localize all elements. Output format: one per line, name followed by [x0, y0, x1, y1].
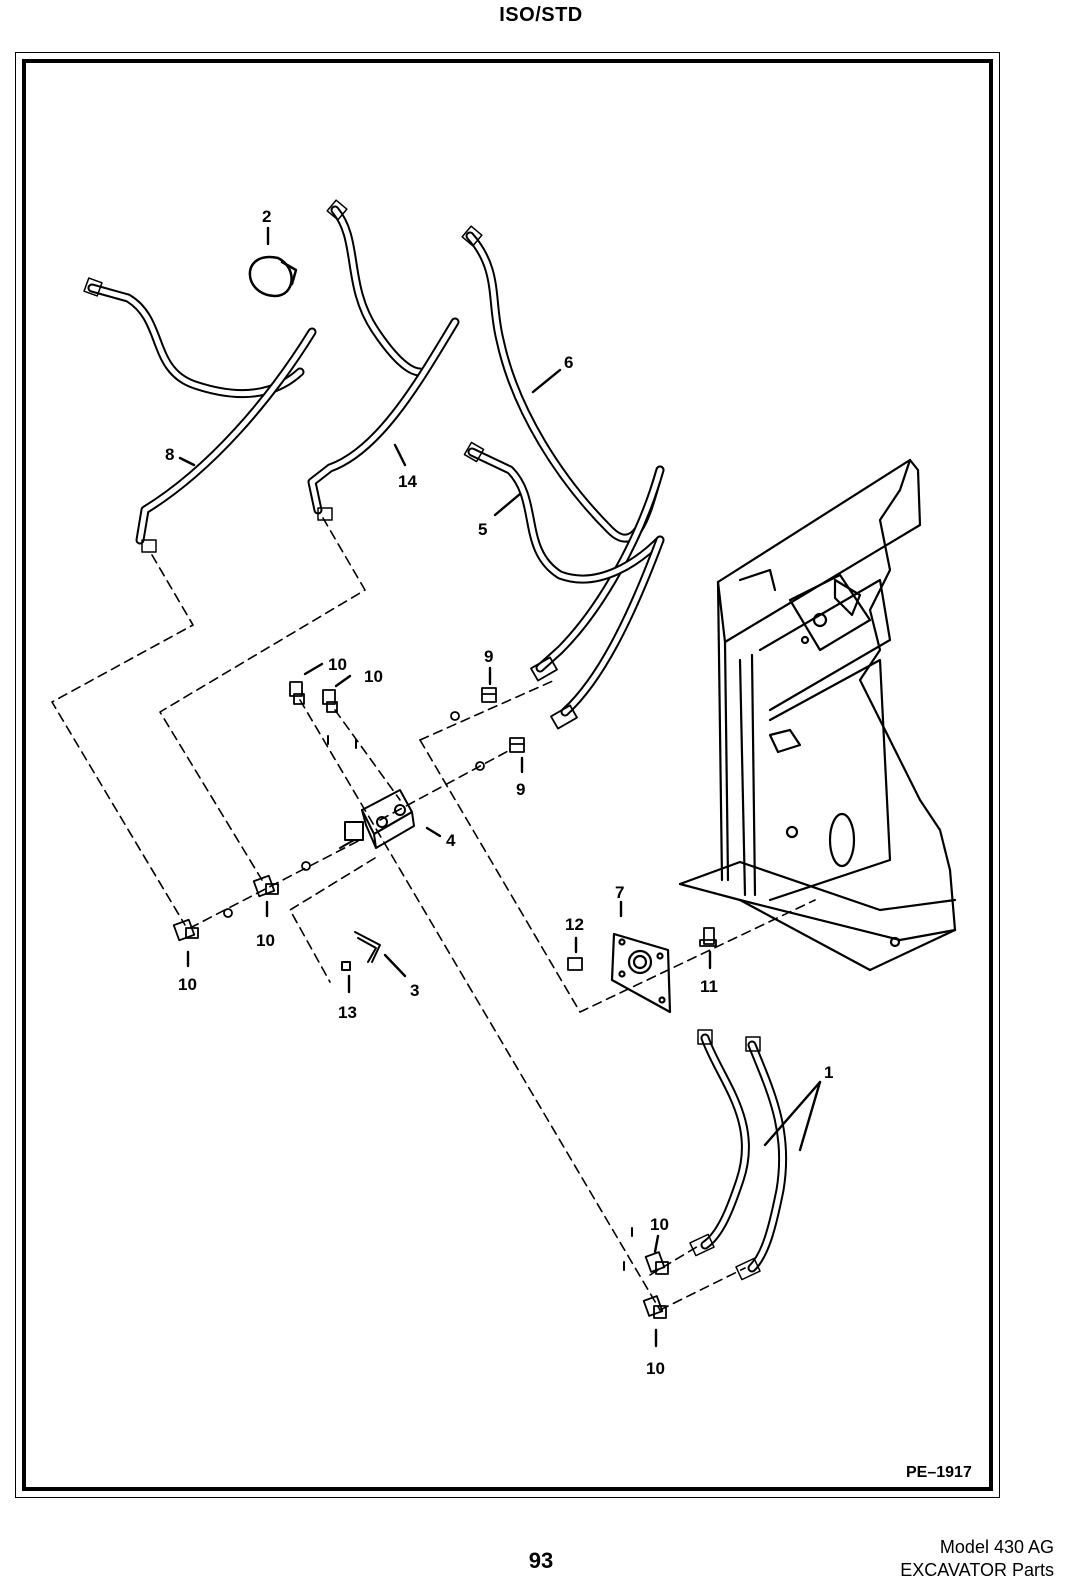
callout-9-upper: 9: [484, 647, 493, 666]
fitting-10-lower-right-upper: [644, 1251, 669, 1275]
pin-3: [354, 931, 381, 963]
page-number: 93: [528, 1548, 554, 1573]
callout-10-lower-right-upper: 10: [650, 1215, 669, 1234]
nut-13: [341, 961, 351, 971]
callout-3: 3: [410, 981, 419, 1000]
leader-lines: [178, 226, 822, 1348]
callout-1: 1: [824, 1063, 833, 1082]
hose-14: [307, 199, 460, 521]
page-header-title: ISO/STD: [499, 4, 583, 26]
hoses-1: [689, 1029, 788, 1281]
callout-14: 14: [398, 472, 417, 491]
clamp-2: [248, 255, 298, 298]
callout-4: 4: [446, 831, 456, 850]
fitting-10-lower-right-lower: [642, 1295, 667, 1319]
fitting-9-upper: [450, 656, 558, 721]
callout-10-lower-left: 10: [178, 975, 197, 994]
callout-7: 7: [615, 883, 624, 902]
valve-block-4: [339, 789, 415, 849]
fitting-9-lower: [475, 704, 578, 771]
callout-13: 13: [338, 1003, 357, 1022]
callout-9-lower: 9: [516, 780, 525, 799]
callout-2: 2: [262, 207, 271, 226]
routing-dashes: [51, 517, 816, 1311]
model-line-2: EXCAVATOR Parts: [900, 1560, 1054, 1580]
fitting-10-top-left: [289, 681, 305, 705]
hose-5: [463, 441, 665, 717]
model-label: Model 430 AG EXCAVATOR Parts: [900, 1536, 1054, 1582]
callout-10-top-left: 10: [328, 655, 347, 674]
callout-10-top-right: 10: [364, 667, 383, 686]
callout-10-lower-mid: 10: [256, 931, 275, 950]
diagram-frame-inner: [22, 59, 993, 1491]
callout-11: 11: [700, 977, 718, 996]
hose-6: [461, 225, 665, 673]
fitting-10-lower-mid: [252, 861, 311, 898]
fitting-10-top-right: [322, 689, 338, 713]
fitting-10-lower-left: [172, 908, 233, 942]
drawing-code: PE–1917: [906, 1464, 972, 1481]
callout-10-lower-right-lower: 10: [646, 1359, 665, 1378]
callout-6: 6: [564, 353, 573, 372]
callout-8: 8: [165, 445, 174, 464]
plate-7: [610, 932, 672, 1014]
hose-8: [83, 277, 317, 553]
frame-structure: [678, 458, 957, 972]
diagram-frame-outer: [15, 52, 1000, 1498]
bolt-11: [699, 927, 717, 947]
model-line-1: Model 430 AG: [939, 1537, 1054, 1557]
callout-12: 12: [565, 915, 584, 934]
small-marks: [327, 735, 633, 1271]
bolt-12: [567, 957, 583, 971]
callout-5: 5: [478, 520, 487, 539]
